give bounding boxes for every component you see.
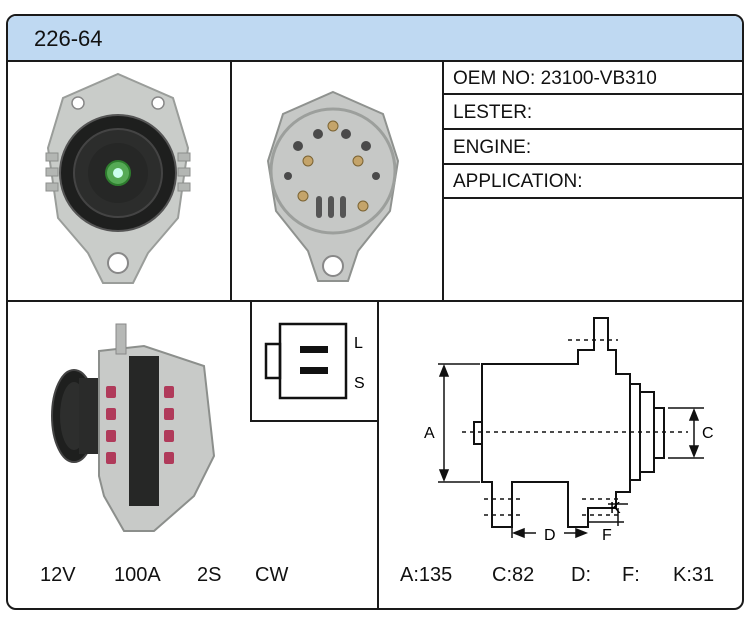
amperage-spec: 100A	[114, 564, 161, 586]
divider-v-top-right	[442, 60, 444, 300]
voltage-spec: 12V	[40, 564, 76, 586]
dimension-c: C:82	[492, 564, 535, 586]
lester-label: LESTER:	[453, 102, 533, 123]
alternator-side-photo	[51, 323, 216, 532]
info-row-line	[444, 93, 742, 95]
dimension-f: F:	[622, 564, 640, 586]
info-row-line	[444, 197, 742, 199]
info-row-line	[444, 128, 742, 130]
oem-value: 23100-VB310	[540, 68, 657, 89]
oem-field: OEM NO: 23100-VB310	[453, 68, 657, 90]
lester-field: LESTER:	[453, 102, 532, 124]
alternator-front-photo	[45, 72, 191, 284]
diagram-label-k: K	[610, 500, 621, 517]
divider-v-top-left	[230, 60, 232, 300]
part-number: 226-64	[34, 26, 103, 51]
engine-field: ENGINE:	[453, 137, 531, 159]
diagram-label-a: A	[424, 425, 435, 442]
diagram-label-f: F	[602, 527, 612, 542]
diagram-label-c: C	[702, 425, 714, 442]
info-row-line	[444, 163, 742, 165]
connector-box-left	[250, 302, 252, 420]
divider-v-bottom	[377, 300, 379, 608]
pulley-spec: 2S	[197, 564, 222, 586]
alternator-rear-photo	[266, 90, 400, 282]
terminal-s-label: S	[354, 375, 365, 392]
oem-label: OEM NO:	[453, 68, 536, 89]
rotation-spec: CW	[255, 564, 289, 586]
terminal-l-label: L	[354, 335, 363, 352]
header-bar: 226-64	[8, 16, 742, 62]
divider-h-middle	[8, 300, 742, 302]
product-card: 226-64 OEM NO: 23100-VB310 LESTER: ENGIN…	[6, 14, 744, 610]
dimension-a: A:135	[400, 564, 453, 586]
engine-label: ENGINE:	[453, 137, 532, 158]
dimension-drawing: A C D F K	[424, 317, 714, 542]
connector-diagram: L S	[264, 322, 365, 400]
dimension-k: K:31	[673, 564, 715, 586]
application-field: APPLICATION:	[453, 171, 583, 193]
connector-box-bottom	[250, 420, 379, 422]
dimension-d: D:	[571, 564, 591, 586]
application-label: APPLICATION:	[453, 171, 583, 192]
diagram-label-d: D	[544, 527, 556, 542]
